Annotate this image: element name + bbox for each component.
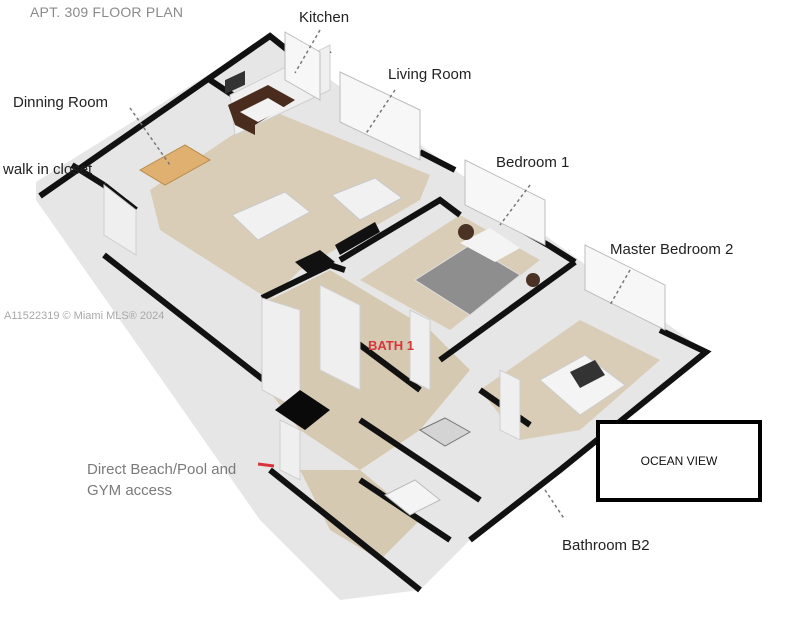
label-bedroom-1: Bedroom 1 [496,154,570,171]
storage-closet [275,390,330,430]
label-living-room: Living Room [388,66,472,83]
nightstand-2 [526,273,540,287]
label-pointers [129,29,631,521]
label-bath-1: BATH 1 [368,338,414,353]
dining-table [139,144,211,186]
label-beach-pool-gym-access: Direct Beach/Pool and GYM access [87,459,236,501]
shower [418,417,472,447]
tv-stand [335,222,380,255]
label-master-bedroom-2: Master Bedroom 2 [610,241,734,258]
ocean-view-box: OCEAN VIEW [596,420,762,502]
bed-1-pillow [460,228,520,262]
sofa-2 [331,177,403,221]
label-kitchen: Kitchen [299,9,350,26]
access-line-1: Direct Beach/Pool and [87,461,237,478]
label-bathroom-b2: Bathroom B2 [562,537,650,554]
windows [284,31,666,331]
black-cabinet [295,250,335,275]
stove [225,70,245,95]
kitchen-island-top [240,98,285,122]
mls-watermark: A11522319 © Miami MLS® 2024 [4,310,165,322]
ocean-view-label: OCEAN VIEW [640,454,718,468]
wall-outlines [38,32,712,593]
nightstand [458,224,474,240]
entry-floor [300,470,420,560]
bed-1 [414,244,521,316]
master-bed-runner [570,360,605,388]
access-line-2: GYM access [87,482,173,499]
label-dining-room: Dinning Room [13,94,109,111]
vanity [384,479,441,516]
sofa-1 [231,191,311,241]
floor-plan-title: APT. 309 FLOOR PLAN [30,4,184,20]
access-marker [257,462,275,468]
label-walk-in-closet: walk in closet [3,161,93,178]
